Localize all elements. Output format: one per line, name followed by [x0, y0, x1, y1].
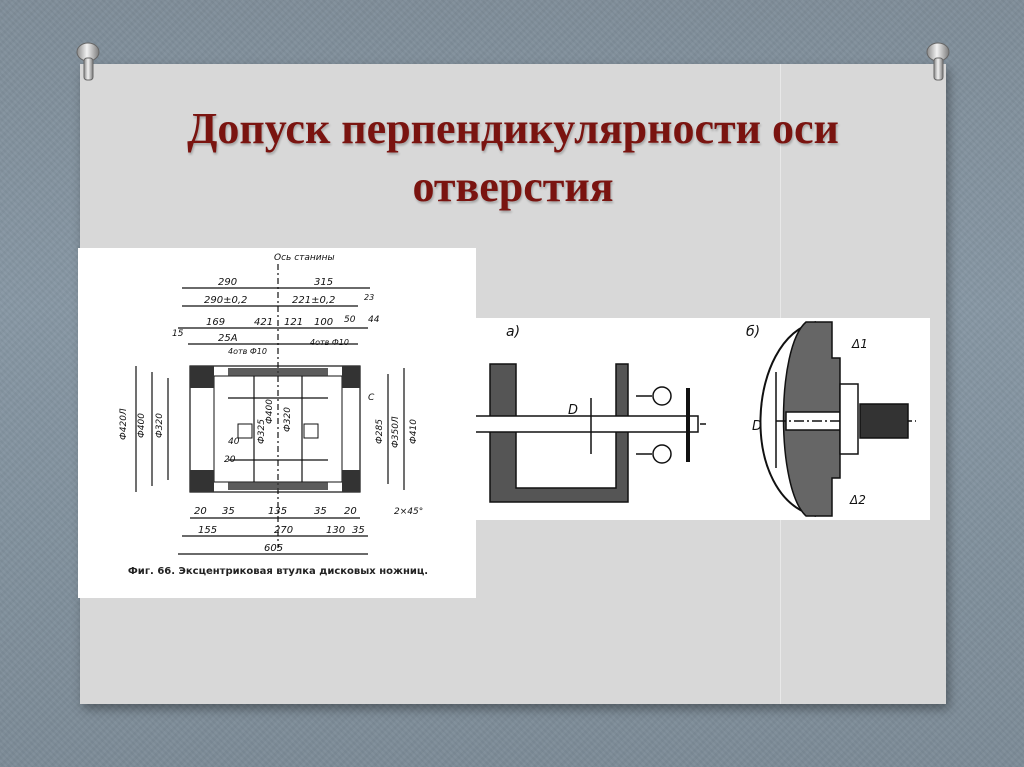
dim-44: 44	[368, 315, 380, 325]
pin-icon-right	[926, 42, 950, 81]
label-b: б)	[746, 324, 760, 340]
pin-icon-left	[76, 42, 100, 81]
dim-b-130: 130	[326, 525, 345, 536]
dim-20-side: 20	[224, 455, 236, 465]
dim-221-tol: 221±0,2	[292, 295, 335, 306]
dim-b-155: 155	[198, 525, 217, 536]
slide-title-line2: отверстия	[412, 162, 614, 211]
dim-421: 421	[254, 317, 273, 328]
dim-169: 169	[206, 317, 225, 328]
dim-121: 121	[284, 317, 303, 328]
dim-d420: Ф420Л	[119, 408, 129, 440]
dim-290: 290	[218, 277, 237, 288]
dim-b-35b: 35	[314, 506, 327, 517]
slide-title-line1: Допуск перпендикулярности оси	[187, 104, 839, 153]
section-mark-c: С	[368, 393, 375, 403]
dim-b-605: 605	[264, 543, 283, 554]
dim-40: 40	[228, 437, 240, 447]
dim-23: 23	[364, 293, 374, 302]
label-D-a: D	[568, 403, 578, 418]
dim-d350: Ф350Л	[391, 416, 401, 448]
scheme-a: D	[476, 363, 706, 503]
dim-b-20: 20	[194, 506, 207, 517]
dim-d285: Ф285	[375, 419, 385, 444]
dim-holes-left: 4отв Ф10	[228, 347, 267, 356]
dim-b-20b: 20	[344, 506, 357, 517]
dim-b-135: 135	[268, 506, 287, 517]
dim-b-35c: 35	[352, 525, 365, 536]
dim-d400-b: Ф400	[265, 399, 275, 424]
dim-d410: Ф410	[409, 419, 419, 444]
label-a: а)	[506, 324, 520, 340]
dim-d320-b: Ф320	[283, 407, 293, 432]
dim-b-35: 35	[222, 506, 235, 517]
dim-50: 50	[344, 315, 356, 325]
figure-caption: Фиг. 66. Эксцентриковая втулка дисковых …	[127, 566, 429, 577]
dim-100: 100	[314, 317, 333, 328]
dim-315: 315	[314, 277, 333, 288]
dim-15: 15	[172, 329, 184, 339]
axis-label: Ось станины	[274, 253, 335, 263]
slide-title: Допуск перпендикулярности оси отверстия	[80, 100, 946, 216]
label-delta2: Δ2	[849, 493, 866, 507]
dim-25a: 25А	[218, 333, 238, 344]
dim-290-tol: 290±0,2	[204, 295, 247, 306]
dim-d325: Ф325	[257, 419, 267, 444]
drawing-eccentric-bushing: Ось станины 290 315 290±0,2 221±0,2 169 …	[78, 248, 476, 598]
drawing-measurement-schemes: а) б) D D Δ1 Δ2	[476, 318, 930, 520]
label-D-b: D	[752, 419, 762, 434]
dim-holes-right: 4отв Ф10	[310, 338, 349, 347]
dim-d400-a: Ф400	[137, 413, 147, 438]
scheme-b: D Δ1 Δ2	[752, 321, 916, 517]
dim-chamfer: 2×45°	[394, 507, 423, 517]
dim-b-270: 270	[274, 525, 293, 536]
dim-d320-a: Ф320	[155, 413, 165, 438]
label-delta1: Δ1	[851, 337, 868, 351]
